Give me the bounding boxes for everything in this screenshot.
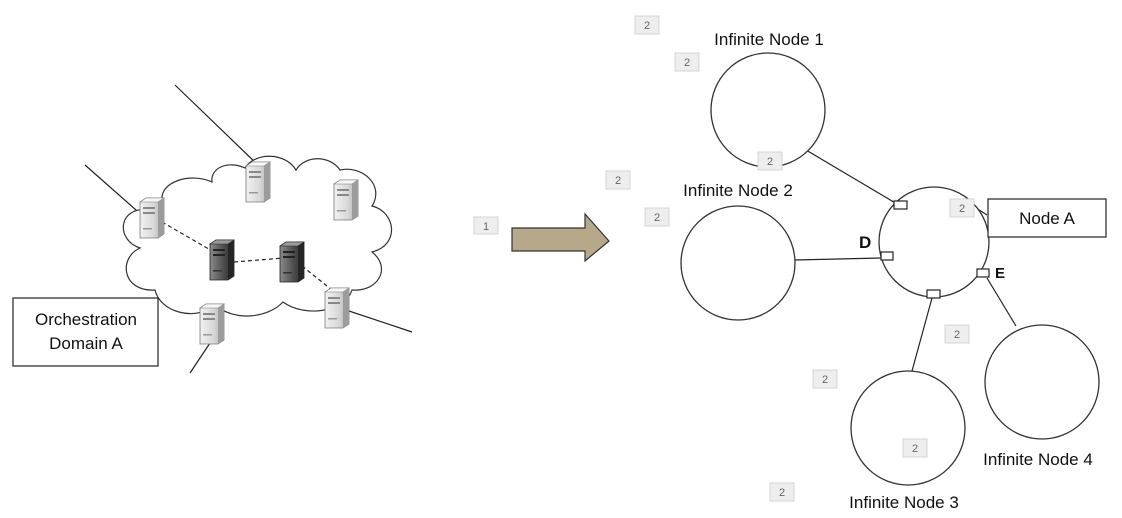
server-icon	[209, 239, 235, 281]
external-link	[84, 164, 146, 219]
node-a-label-box: Node A	[987, 198, 1107, 238]
step-tag-2: 2	[757, 151, 783, 171]
node-a-label: Node A	[1019, 209, 1075, 228]
link-node1-nodeA	[805, 149, 898, 205]
step-tag-label: 2	[779, 487, 785, 499]
link-node4-nodeA	[986, 277, 1017, 327]
domain-label-box: Orchestration Domain A	[12, 297, 159, 367]
port-e-label: E	[995, 265, 1005, 282]
internal-link	[161, 221, 215, 253]
link-node2-nodeA	[794, 257, 882, 261]
step-tag-label: 2	[959, 203, 965, 215]
infinite-node-1-label: Infinite Node 1	[714, 30, 824, 49]
infinite-node-2-label: Infinite Node 2	[683, 181, 793, 200]
step-tag-label: 2	[822, 374, 828, 386]
step-tag-2: 2	[812, 369, 838, 389]
server-icon	[279, 241, 305, 283]
internal-link	[233, 257, 285, 263]
cloud-icon	[122, 155, 393, 317]
external-link	[174, 84, 259, 166]
step-tag-label: 2	[767, 156, 773, 168]
right-arrow-icon	[511, 212, 610, 263]
step-tag-label: 2	[912, 443, 918, 455]
infinite-node-4-label: Infinite Node 4	[983, 450, 1093, 469]
step-tag-2: 2	[769, 482, 795, 502]
step-tag-2: 2	[949, 198, 975, 218]
step-tag-2: 2	[644, 207, 670, 227]
domain-label-line1: Orchestration	[35, 310, 137, 329]
port-to-node1	[893, 200, 908, 210]
step-tag-label: 2	[954, 329, 960, 341]
infinite-node-3-circle	[850, 370, 966, 486]
server-icon	[139, 197, 165, 239]
infinite-node-4-circle	[984, 324, 1100, 440]
step-tag-label: 2	[644, 20, 650, 32]
domain-label-line2: Domain A	[49, 334, 123, 353]
infinite-node-2-circle	[680, 205, 796, 321]
port-to-node3	[926, 289, 941, 299]
step-tag-1: 1	[473, 216, 499, 235]
link-node3-nodeA	[911, 297, 933, 372]
step-tag-label: 2	[684, 57, 690, 69]
step-tag-label: 2	[654, 212, 660, 224]
step-tag-label: 2	[615, 175, 621, 187]
step-tag-2: 2	[634, 15, 660, 35]
port-d-label: D	[859, 233, 871, 252]
step-tag-2: 2	[605, 170, 631, 190]
infinite-node-3-label: Infinite Node 3	[849, 493, 959, 512]
server-icon	[245, 161, 271, 203]
step-tag-2: 2	[944, 324, 970, 344]
step-tag-label: 1	[483, 221, 489, 233]
server-icon	[324, 287, 350, 329]
external-link	[339, 307, 413, 333]
port-e	[976, 268, 990, 278]
step-tag-2: 2	[674, 52, 700, 72]
server-icon	[333, 179, 359, 221]
server-icon	[199, 303, 225, 345]
infinite-node-1-circle	[710, 52, 826, 168]
port-d	[880, 251, 894, 261]
external-link	[189, 339, 213, 374]
step-tag-2: 2	[902, 438, 928, 458]
